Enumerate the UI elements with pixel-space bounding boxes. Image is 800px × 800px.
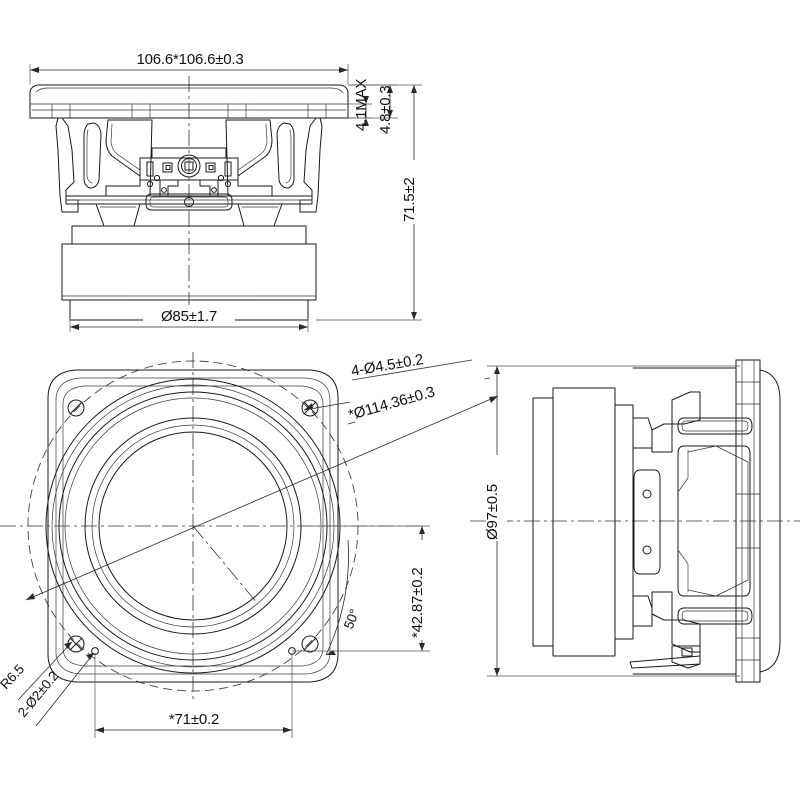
profile-mounting-flange — [735, 359, 781, 683]
dimension-flange-height: 4.8±0.3 — [348, 84, 398, 134]
profile-basket-neck — [632, 417, 673, 627]
profile-terminal-lug — [629, 645, 701, 669]
dimension-vertical-offset: *42.87±0.2 — [292, 525, 432, 652]
dimension-outer-diameter: Ø97±0.5 — [484, 365, 740, 677]
dimension-magnet-diameter: Ø85±1.7 — [69, 305, 309, 332]
dimension-hole-spacing: *71±0.2 — [94, 653, 293, 738]
dimension-overall-width-label: 106.6*106.6±0.3 — [137, 51, 244, 68]
speaker-basket-section — [55, 117, 323, 213]
mounting-hole-top-left — [67, 399, 85, 417]
frame-outline — [47, 369, 339, 683]
dimension-vertical-offset-label: *42.87±0.2 — [409, 568, 426, 638]
profile-terminal-region — [633, 469, 661, 575]
radial-leader-50deg — [192, 525, 259, 605]
dimension-overall-width: 106.6*106.6±0.3 — [29, 48, 349, 84]
view-right-profile — [470, 359, 800, 683]
dimension-hole-spacing-label: *71±0.2 — [169, 711, 219, 728]
view-side-section — [29, 76, 349, 321]
mounting-hole-bottom-right — [301, 635, 319, 653]
dimension-flange-max-label: 4.1MAX — [353, 79, 370, 131]
dimension-outer-diameter-label: Ø97±0.5 — [484, 484, 501, 540]
profile-basket-vanes — [671, 391, 753, 653]
dimension-magnet-diameter-label: Ø85±1.7 — [161, 308, 217, 325]
terminal-assembly-section — [139, 147, 239, 211]
dimension-total-depth: 71.5±2 — [316, 84, 424, 321]
dimension-flange-height-label: 4.8±0.3 — [377, 85, 394, 134]
flange-plate — [29, 84, 349, 119]
cone-surround-circles — [84, 417, 302, 635]
dimension-hole-angle-label: 50° — [341, 607, 362, 631]
dimension-total-depth-label: 71.5±2 — [401, 177, 418, 222]
dimension-hole-angle: 50° — [325, 539, 362, 656]
profile-magnet-stack — [532, 387, 634, 657]
